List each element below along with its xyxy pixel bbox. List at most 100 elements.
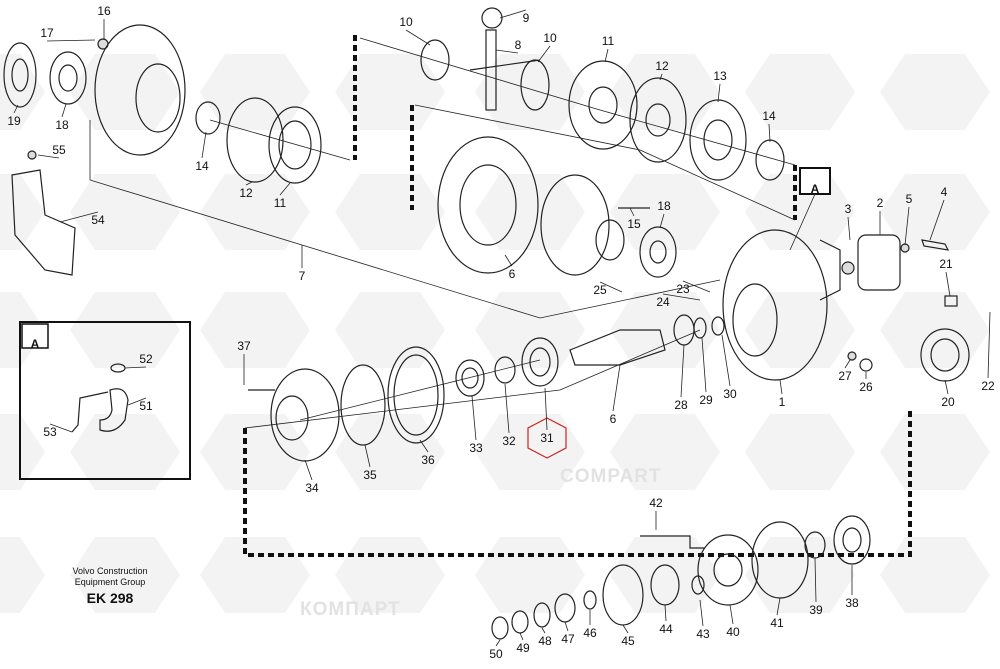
callout-12: 12 <box>655 59 669 73</box>
watermark-text: COMPART <box>560 466 662 487</box>
leader-line <box>680 344 685 398</box>
leader-line <box>279 182 291 196</box>
watermark-hexagon <box>475 292 585 368</box>
callout-38: 38 <box>845 596 859 610</box>
callout-35: 35 <box>363 468 377 482</box>
leader-line <box>544 387 548 431</box>
callout-5: 5 <box>906 192 913 206</box>
watermark-hexagon <box>200 174 310 250</box>
callout-17: 17 <box>40 26 54 40</box>
callout-45: 45 <box>621 634 635 648</box>
leader-line <box>364 444 371 468</box>
callout-6: 6 <box>610 412 617 426</box>
leader-line <box>61 103 67 118</box>
callout-39: 39 <box>809 603 823 617</box>
callout-4: 4 <box>941 185 948 199</box>
watermark-hexagon <box>880 537 990 613</box>
dashed-connectors <box>243 35 912 557</box>
callout-25: 25 <box>593 283 607 297</box>
leader-line <box>721 334 731 387</box>
callout-15: 15 <box>627 217 641 231</box>
watermark-hexagon <box>70 414 180 490</box>
callout-11: 11 <box>274 196 287 210</box>
callout-41: 41 <box>770 616 784 630</box>
watermark-hexagon <box>0 174 45 250</box>
callout-13: 13 <box>713 69 727 83</box>
footer-line1: Volvo Construction <box>72 566 148 576</box>
watermark-hexagon <box>0 537 45 613</box>
watermark-hexagon <box>610 292 720 368</box>
leader-line <box>779 379 783 395</box>
callout-23: 23 <box>676 282 690 296</box>
watermark-hexagon <box>200 537 310 613</box>
callout-9: 9 <box>523 11 530 25</box>
leader-line <box>127 397 147 406</box>
leader-line <box>471 395 477 441</box>
callout-34: 34 <box>305 481 319 495</box>
callout-12: 12 <box>239 186 253 200</box>
callout-20: 20 <box>941 395 955 409</box>
callout-51: 51 <box>139 399 153 413</box>
footer-line2: Equipment Group <box>74 577 146 587</box>
leader-line <box>814 557 817 603</box>
callout-32: 32 <box>502 434 516 448</box>
leader-line <box>495 639 501 647</box>
leader-line <box>847 216 851 241</box>
callout-6: 6 <box>509 267 516 281</box>
leader-line <box>604 48 609 63</box>
leader-line <box>49 423 73 433</box>
callout-11: 11 <box>602 34 615 48</box>
leader-line <box>541 627 546 634</box>
callout-29: 29 <box>699 393 713 407</box>
leader-line <box>519 632 524 641</box>
watermark-hexagon <box>335 174 445 250</box>
callout-18: 18 <box>55 118 69 132</box>
highlighted-callout-frame <box>527 417 567 459</box>
leader-line <box>682 280 711 293</box>
callout-55: 55 <box>52 143 66 157</box>
leader-line <box>662 293 701 301</box>
leader-line <box>659 73 663 81</box>
callout-7: 7 <box>299 269 306 283</box>
callout-18: 18 <box>657 199 671 213</box>
leader-line <box>304 459 313 481</box>
callout-33: 33 <box>469 441 483 455</box>
leader-line <box>664 604 667 622</box>
assembly-lines <box>89 37 796 429</box>
watermark-hexagon <box>880 54 990 130</box>
watermark-hexagon <box>200 54 310 130</box>
watermark-hexagon <box>745 292 855 368</box>
callout-14: 14 <box>195 159 209 173</box>
leader-line <box>904 206 910 246</box>
callout-54: 54 <box>91 213 105 227</box>
callout-21: 21 <box>939 257 953 271</box>
callout-47: 47 <box>561 632 575 646</box>
watermark-hexagon <box>70 174 180 250</box>
leader-line <box>612 364 621 412</box>
watermark-hexagon <box>200 292 310 368</box>
leader-line <box>622 624 629 634</box>
leader-line <box>537 45 551 63</box>
watermark-hexagon <box>475 174 585 250</box>
callout-19: 19 <box>7 114 21 128</box>
parts <box>3 7 970 640</box>
callout-22: 22 <box>981 379 995 393</box>
leader-line <box>699 599 704 627</box>
leader-line <box>844 359 851 369</box>
callout-48: 48 <box>538 634 552 648</box>
leader-line <box>945 271 951 297</box>
watermark-hexagon <box>335 414 445 490</box>
leader-line <box>499 9 527 19</box>
callout-16: 16 <box>97 4 111 18</box>
callout-24: 24 <box>656 295 670 309</box>
callout-42: 42 <box>649 496 663 510</box>
leader-line <box>419 439 429 453</box>
callout-31: 31 <box>540 431 554 445</box>
watermark-hexagon <box>745 537 855 613</box>
leader-line <box>46 39 96 42</box>
callout-52: 52 <box>139 352 153 366</box>
leader-line <box>124 366 147 369</box>
callout-8: 8 <box>515 38 522 52</box>
